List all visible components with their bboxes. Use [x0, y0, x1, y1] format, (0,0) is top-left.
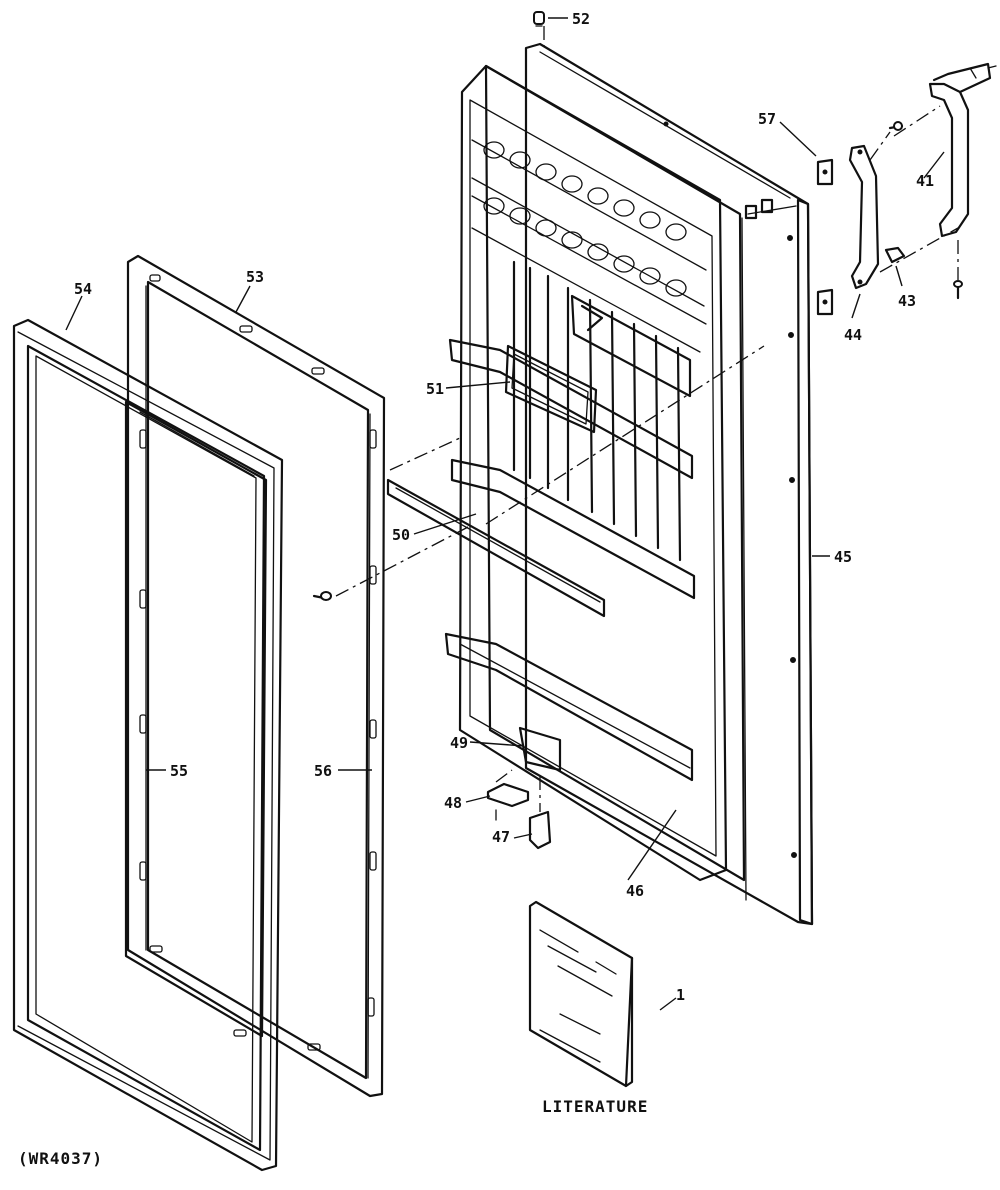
shelf-retainer-bar [386, 478, 606, 618]
handle-screw-top [888, 121, 904, 131]
callout-50: 50 [392, 526, 410, 544]
dairy-door [504, 344, 598, 434]
callout-56: 56 [314, 762, 332, 780]
door-top-cap [533, 11, 545, 27]
door-liner-frame [124, 254, 386, 1098]
literature-caption: LITERATURE [542, 1097, 648, 1116]
door-outer-panel [524, 42, 814, 926]
door-handle [848, 144, 880, 290]
egg-cups [483, 141, 687, 297]
callout-47: 47 [492, 828, 510, 846]
callout-1: 1 [676, 986, 685, 1004]
diagram-id: (WR4037) [18, 1149, 103, 1168]
callout-52: 52 [572, 10, 590, 28]
callout-51: 51 [426, 380, 444, 398]
callout-53: 53 [246, 268, 264, 286]
callout-41: 41 [916, 172, 934, 190]
callout-46: 46 [626, 882, 644, 900]
callout-labels: 52 57 41 43 44 45 46 49 48 47 1 50 51 53… [74, 10, 934, 1004]
handle-trim [928, 62, 997, 238]
callout-45: 45 [834, 548, 852, 566]
callout-57: 57 [758, 110, 776, 128]
callout-48: 48 [444, 794, 462, 812]
inner-door-liner [444, 64, 746, 882]
hinge-pin-47 [528, 810, 552, 850]
literature-booklet [528, 900, 634, 1088]
handle-mount-brackets [744, 158, 834, 316]
liner-slots [139, 274, 377, 1051]
callout-43: 43 [898, 292, 916, 310]
callout-55: 55 [170, 762, 188, 780]
trim-screw [953, 280, 963, 300]
door-screw [312, 591, 332, 601]
assembly-lines [335, 26, 959, 812]
callout-54: 54 [74, 280, 92, 298]
callout-49: 49 [450, 734, 468, 752]
hinge-bracket-48 [486, 782, 530, 821]
leader-lines [65, 17, 945, 1011]
handle-screw-43 [884, 246, 906, 264]
liner-ribs [512, 260, 682, 562]
callout-44: 44 [844, 326, 862, 344]
